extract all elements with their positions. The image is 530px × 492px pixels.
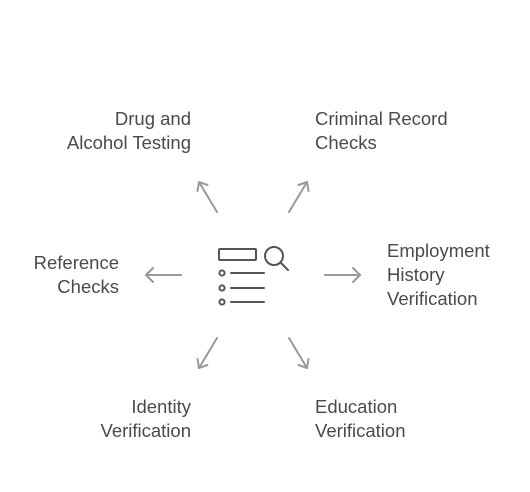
label-criminal-record-checks: Criminal Record Checks: [315, 107, 448, 155]
label-line: Education: [315, 396, 398, 417]
label-line: Drug and: [114, 108, 191, 129]
label-drug-alcohol-testing: Drug and Alcohol Testing: [67, 107, 191, 155]
label-line: Reference: [33, 252, 119, 273]
label-reference-checks: Reference Checks: [34, 251, 119, 299]
arrow-identity-verification: [196, 337, 218, 369]
checklist-bullet-2: [218, 284, 226, 292]
checklist-search-icon: [218, 246, 289, 306]
label-line: Employment: [387, 240, 490, 261]
label-line: Verification: [387, 288, 478, 309]
label-employment-history-verification: Employment History Verification: [387, 239, 490, 311]
label-identity-verification: Identity Verification: [101, 395, 192, 443]
arrow-criminal-record-checks: [288, 181, 310, 213]
label-line: Checks: [57, 276, 119, 297]
label-line: Alcohol Testing: [66, 132, 191, 153]
label-line: Criminal Record: [315, 108, 448, 129]
label-line: History: [387, 264, 445, 285]
label-line: Identity: [131, 396, 191, 417]
label-line: Checks: [315, 132, 377, 153]
checklist-bullet-3: [218, 298, 226, 306]
label-education-verification: Education Verification: [315, 395, 406, 443]
label-line: Verification: [315, 420, 406, 441]
checklist-header-box: [218, 248, 257, 261]
magnifier-lens: [264, 246, 284, 266]
magnifier-handle: [279, 261, 289, 271]
arrow-reference-checks: [145, 267, 182, 283]
label-line: Verification: [100, 420, 192, 441]
arrow-employment-history-verification: [324, 267, 361, 283]
arrow-education-verification: [288, 337, 310, 369]
arrow-drug-alcohol-testing: [196, 181, 218, 213]
checklist-bullet-1: [218, 269, 226, 277]
